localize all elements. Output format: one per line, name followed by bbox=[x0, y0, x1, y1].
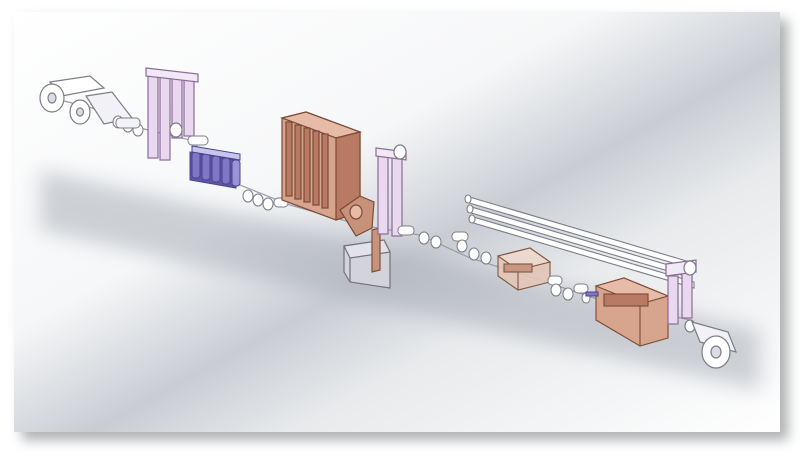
small-copper-tank bbox=[496, 247, 552, 291]
entry-rollers bbox=[112, 115, 144, 137]
quench-tank bbox=[343, 227, 391, 289]
roller-deck bbox=[464, 194, 695, 289]
unwind-reel bbox=[39, 75, 134, 125]
blue-tank-bank bbox=[189, 145, 241, 189]
exit-tower bbox=[665, 259, 697, 325]
roller-set-4 bbox=[547, 275, 591, 304]
copper-furnace bbox=[279, 111, 375, 237]
floor-shadow bbox=[40, 170, 760, 390]
roller-set-3 bbox=[397, 225, 492, 265]
rewind-reel bbox=[684, 319, 738, 369]
long-copper-tank bbox=[585, 277, 670, 347]
vertical-looper bbox=[375, 144, 407, 237]
entry-accumulator-tower bbox=[145, 67, 199, 161]
